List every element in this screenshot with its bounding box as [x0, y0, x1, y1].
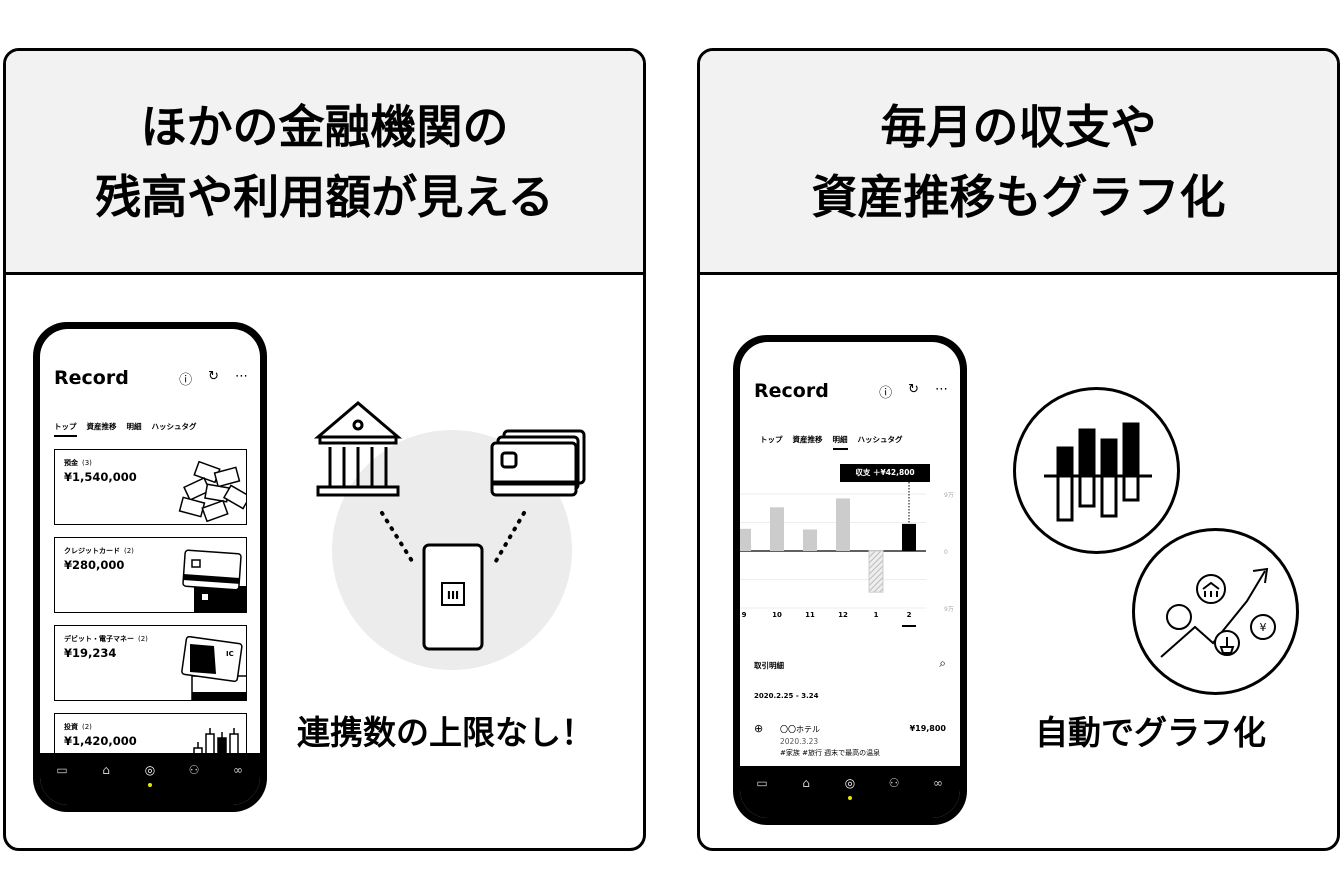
x-tick-label: 11: [805, 611, 815, 619]
x-tick-label: 10: [772, 611, 782, 619]
caption-no-limit: 連携数の上限なし！: [297, 713, 594, 752]
people-icon[interactable]: ⚇: [188, 763, 200, 777]
bar-chart-badge: [1013, 387, 1180, 554]
tab-hashtag[interactable]: ハッシュタグ: [151, 422, 197, 431]
bank-icon[interactable]: ⌂: [102, 763, 110, 777]
banknotes-icon: [178, 460, 246, 523]
period: 2020.2.25 - 3.24: [754, 692, 819, 700]
bar-9: [740, 528, 751, 551]
phone-mockup-top: Record ⓘ ↻ ⋯ トップ 資産推移 明細 ハッシュタグ 預金(3) ¥1,5…: [33, 322, 267, 812]
headline-line-2: 残高や利用額が見える: [95, 169, 554, 224]
refresh-icon[interactable]: ↻: [908, 382, 919, 397]
panel-header: ほかの金融機関の 残高や利用額が見える: [6, 51, 643, 275]
people-icon[interactable]: ⚇: [888, 776, 900, 790]
tab-details[interactable]: 明細: [832, 434, 848, 450]
x-tick-label: 9: [742, 611, 747, 619]
svg-text:IC: IC: [226, 650, 234, 658]
axis-tick-label: 9万: [944, 492, 954, 499]
x-tick-label: 1: [874, 611, 879, 619]
card-debit-emoney[interactable]: デビット・電子マネー(2) ¥19,234 IC: [54, 625, 247, 701]
linking-illustration: III: [313, 401, 586, 670]
tab-assets[interactable]: 資産推移: [86, 422, 117, 431]
wallet-icon[interactable]: ▭: [756, 776, 768, 790]
bar-11: [803, 529, 817, 551]
bank-icon: [313, 401, 403, 497]
app-title: Record: [54, 367, 129, 389]
bar-1: [868, 550, 884, 593]
cards-icon: [490, 429, 586, 497]
growth-chart-badge: ¥: [1132, 528, 1299, 695]
credit-card-icon: [182, 549, 246, 612]
more-icon[interactable]: ⋯: [235, 369, 248, 384]
axis-tick-label: 9万: [944, 606, 954, 613]
section-title: 取引明細: [754, 661, 784, 670]
search-icon[interactable]: ⌕: [939, 656, 946, 670]
ic-card-icon: IC: [181, 636, 246, 700]
bar-10: [770, 507, 784, 551]
bottom-nav: ▭ ⌂ ◎ ⚇ ∞: [40, 753, 260, 805]
x-tick-label: 2: [907, 611, 912, 619]
bar-12: [836, 498, 850, 551]
bottom-nav: ▭ ⌂ ◎ ⚇ ∞: [740, 766, 960, 818]
headline-line-1: ほかの金融機関の: [140, 99, 509, 154]
help-icon[interactable]: ⓘ: [179, 373, 193, 388]
tab-top[interactable]: トップ: [760, 435, 783, 444]
tab-bar: トップ 資産推移 明細 ハッシュタグ: [54, 421, 197, 437]
tab-details[interactable]: 明細: [126, 422, 142, 431]
card-deposit[interactable]: 預金(3) ¥1,540,000: [54, 449, 247, 525]
app-title: Record: [754, 380, 829, 402]
more-icon[interactable]: ⋯: [935, 382, 948, 397]
record-icon[interactable]: ◎: [840, 776, 860, 818]
panel-header: 毎月の収支や 資産推移もグラフ化: [700, 51, 1337, 275]
svg-text:¥: ¥: [1260, 621, 1267, 634]
link-icon[interactable]: ∞: [233, 763, 243, 777]
chart-tooltip: 収支 ＋¥42,800: [840, 464, 930, 482]
bank-icon[interactable]: ⌂: [802, 776, 810, 790]
phone-icon: III: [422, 543, 484, 651]
arrow-up-icon: ⊕: [754, 722, 764, 735]
refresh-icon[interactable]: ↻: [208, 369, 219, 384]
link-icon[interactable]: ∞: [933, 776, 943, 790]
tab-top[interactable]: トップ: [54, 421, 77, 437]
card-credit[interactable]: クレジットカード(2) ¥280,000: [54, 537, 247, 613]
headline-line-1: 毎月の収支や: [880, 99, 1157, 154]
headline-line-2: 資産推移もグラフ化: [811, 169, 1226, 224]
x-tick-label: 12: [838, 611, 848, 619]
wallet-icon[interactable]: ▭: [56, 763, 68, 777]
axis-tick-label: 0: [944, 549, 948, 556]
caption-auto-graph: 自動でグラフ化: [1035, 713, 1266, 752]
tab-bar: トップ 資産推移 明細 ハッシュタグ: [760, 434, 903, 450]
tab-hashtag[interactable]: ハッシュタグ: [857, 435, 903, 444]
bar-2: [902, 523, 916, 551]
phone-mockup-details: Record ⓘ ↻ ⋯ トップ 資産推移 明細 ハッシュタグ 収支 ＋¥42,80…: [733, 335, 967, 825]
tab-assets[interactable]: 資産推移: [792, 435, 823, 444]
svg-text:III: III: [447, 589, 459, 602]
record-icon[interactable]: ◎: [140, 763, 160, 805]
help-icon[interactable]: ⓘ: [879, 386, 893, 401]
